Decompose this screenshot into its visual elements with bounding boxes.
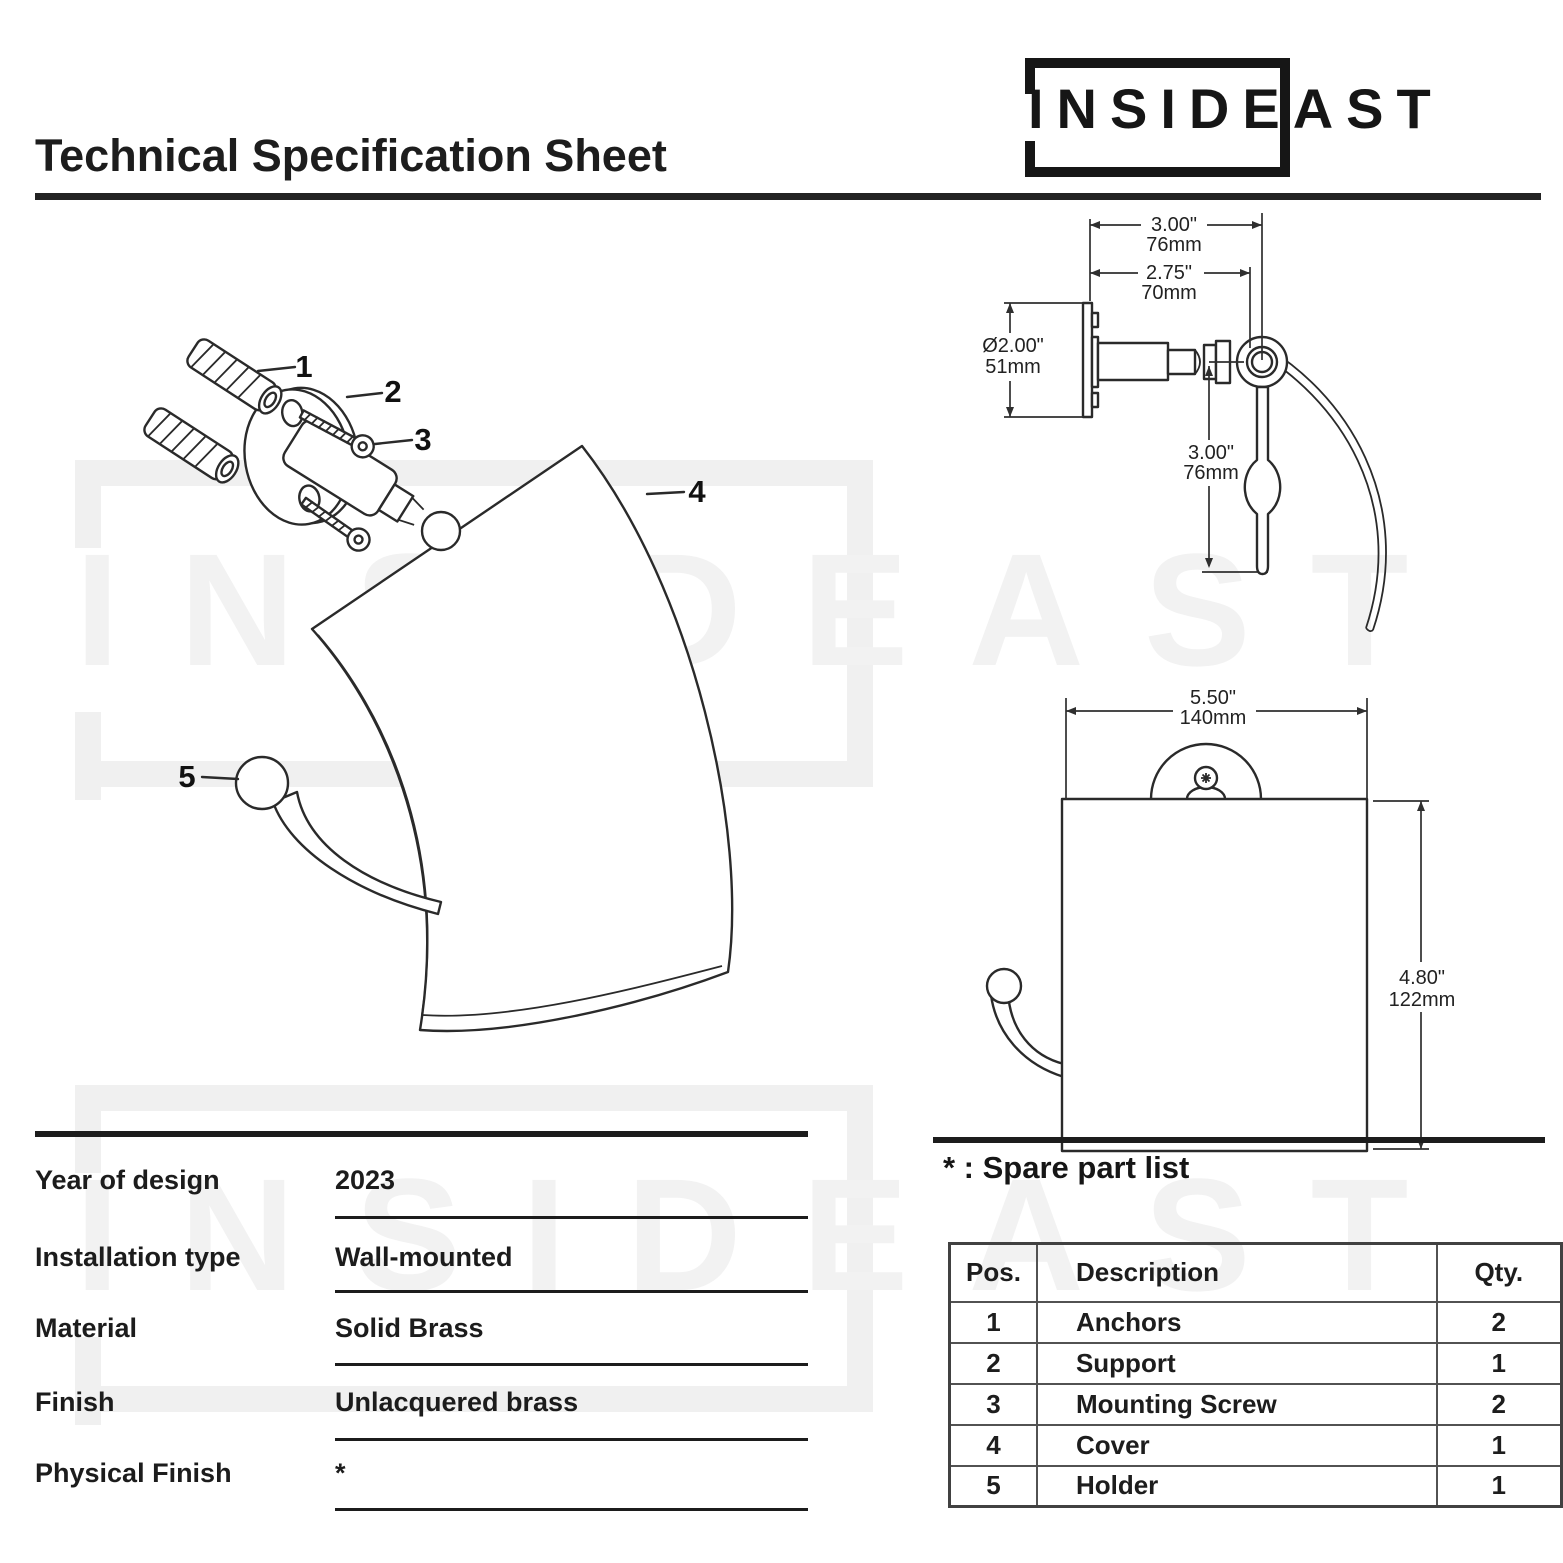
dim-plate-diameter: Ø2.00" 51mm — [982, 302, 1083, 418]
front-view-parts — [985, 742, 1369, 1153]
spec-value: Unlacquered brass — [335, 1387, 579, 1417]
table-row: 2 Support 1 — [948, 1341, 1563, 1385]
dim-width-inches: 5.50" — [1190, 687, 1236, 709]
cell-description: Mounting Screw — [1035, 1382, 1438, 1426]
part-callouts: 1 2 3 4 5 — [178, 349, 706, 794]
cell-qty: 2 — [1435, 1382, 1563, 1426]
table-row: 5 Holder 1 — [948, 1464, 1563, 1508]
anchor-part — [186, 338, 283, 415]
spec-label: Material — [35, 1313, 138, 1343]
spec-underline — [335, 1216, 808, 1219]
cell-pos: 4 — [948, 1423, 1038, 1467]
dim-projection: 3.00" 76mm — [1089, 213, 1263, 360]
spare-parts-table: Pos. Description Qty. 1 Anchors 2 2 Supp… — [948, 1242, 1563, 1508]
logo-text-boxed: INSIDE — [1028, 77, 1293, 140]
dim-plate-dia-inches: Ø2.00" — [982, 335, 1044, 357]
spec-label: Year of design — [35, 1165, 220, 1195]
dim-depth-mm: 70mm — [1141, 282, 1197, 304]
page-title: Technical Specification Sheet — [35, 130, 667, 181]
dim-plate-dia-mm: 51mm — [985, 356, 1041, 378]
dim-projection-inches: 3.00" — [1151, 214, 1197, 236]
dim-height-inches: 4.80" — [1399, 967, 1445, 989]
column-header-description: Description — [1035, 1242, 1438, 1303]
dim-width-mm: 140mm — [1180, 707, 1247, 729]
spec-value: * — [335, 1458, 346, 1488]
logo-box-stub — [1025, 58, 1035, 94]
cell-qty: 1 — [1435, 1464, 1563, 1508]
spec-underline — [335, 1438, 808, 1441]
cell-description: Support — [1035, 1341, 1438, 1385]
dim-projection-mm: 76mm — [1146, 234, 1202, 256]
dim-drop: 3.00" 76mm — [1183, 361, 1268, 573]
logo-text: INSIDEAST — [1028, 81, 1444, 137]
dim-drop-inches: 3.00" — [1188, 442, 1234, 464]
spec-value: Solid Brass — [335, 1313, 484, 1343]
side-view-drawing: 3.00" 76mm 2.75" 70mm Ø2.00" 51mm — [982, 213, 1387, 633]
table-row: 4 Cover 1 — [948, 1423, 1563, 1467]
part-label-1: 1 — [295, 349, 312, 384]
logo-box-stub — [1025, 141, 1035, 177]
mounting-screw-part — [300, 496, 371, 552]
part-label-3: 3 — [414, 422, 431, 457]
mounting-screw-part — [298, 409, 375, 459]
part-label-2: 2 — [384, 374, 401, 409]
cell-pos: 2 — [948, 1341, 1038, 1385]
spec-label: Physical Finish — [35, 1458, 232, 1488]
logo-text-rest: AST — [1292, 77, 1444, 140]
spec-label: Installation type — [35, 1242, 241, 1272]
dim-drop-mm: 76mm — [1183, 462, 1239, 484]
title-rule — [35, 193, 1541, 200]
front-view-drawing: 5.50" 140mm 4.80" 122mm — [985, 687, 1456, 1153]
cell-pos: 5 — [948, 1464, 1038, 1508]
logo-box — [1025, 58, 1290, 177]
part-label-4: 4 — [688, 474, 706, 509]
watermark-box-stub — [75, 1085, 101, 1173]
table-header-row: Pos. Description Qty. — [948, 1242, 1563, 1303]
anchor-part — [143, 407, 240, 484]
column-header-qty: Qty. — [1435, 1242, 1563, 1303]
table-row: 1 Anchors 2 — [948, 1300, 1563, 1344]
dim-width: 5.50" 140mm — [1065, 687, 1368, 799]
cell-qty: 1 — [1435, 1423, 1563, 1467]
spec-value: Wall-mounted — [335, 1242, 513, 1272]
holder-part — [234, 755, 443, 916]
spec-underline — [335, 1363, 808, 1366]
side-view-parts — [1081, 301, 1387, 633]
cell-qty: 1 — [1435, 1341, 1563, 1385]
spec-label: Finish — [35, 1387, 115, 1417]
spec-value: 2023 — [335, 1165, 396, 1195]
exploded-view-drawing: 1 2 3 4 5 — [143, 338, 734, 1033]
part-label-5: 5 — [178, 759, 195, 794]
cell-description: Holder — [1035, 1464, 1438, 1508]
spec-section-rule — [35, 1131, 808, 1137]
cell-qty: 2 — [1435, 1300, 1563, 1344]
dim-depth: 2.75" 70mm — [1090, 262, 1251, 348]
dim-height-mm: 122mm — [1389, 989, 1456, 1011]
spare-section-rule — [933, 1137, 1545, 1143]
cover-part — [310, 444, 734, 1033]
spec-underline — [335, 1290, 808, 1293]
cell-description: Anchors — [1035, 1300, 1438, 1344]
table-row: 3 Mounting Screw 2 — [948, 1382, 1563, 1426]
holder-pendant-part — [1243, 385, 1282, 576]
support-arm-part — [282, 419, 462, 552]
cell-pos: 1 — [948, 1300, 1038, 1344]
spare-parts-title: * : Spare part list — [943, 1150, 1190, 1185]
cell-description: Cover — [1035, 1423, 1438, 1467]
dim-height: 4.80" 122mm — [1373, 800, 1456, 1150]
dim-depth-inches: 2.75" — [1146, 262, 1192, 284]
spec-underline — [335, 1508, 808, 1511]
insideast-logo: INSIDEAST — [1022, 45, 1500, 183]
column-header-pos: Pos. — [948, 1242, 1038, 1303]
cell-pos: 3 — [948, 1382, 1038, 1426]
